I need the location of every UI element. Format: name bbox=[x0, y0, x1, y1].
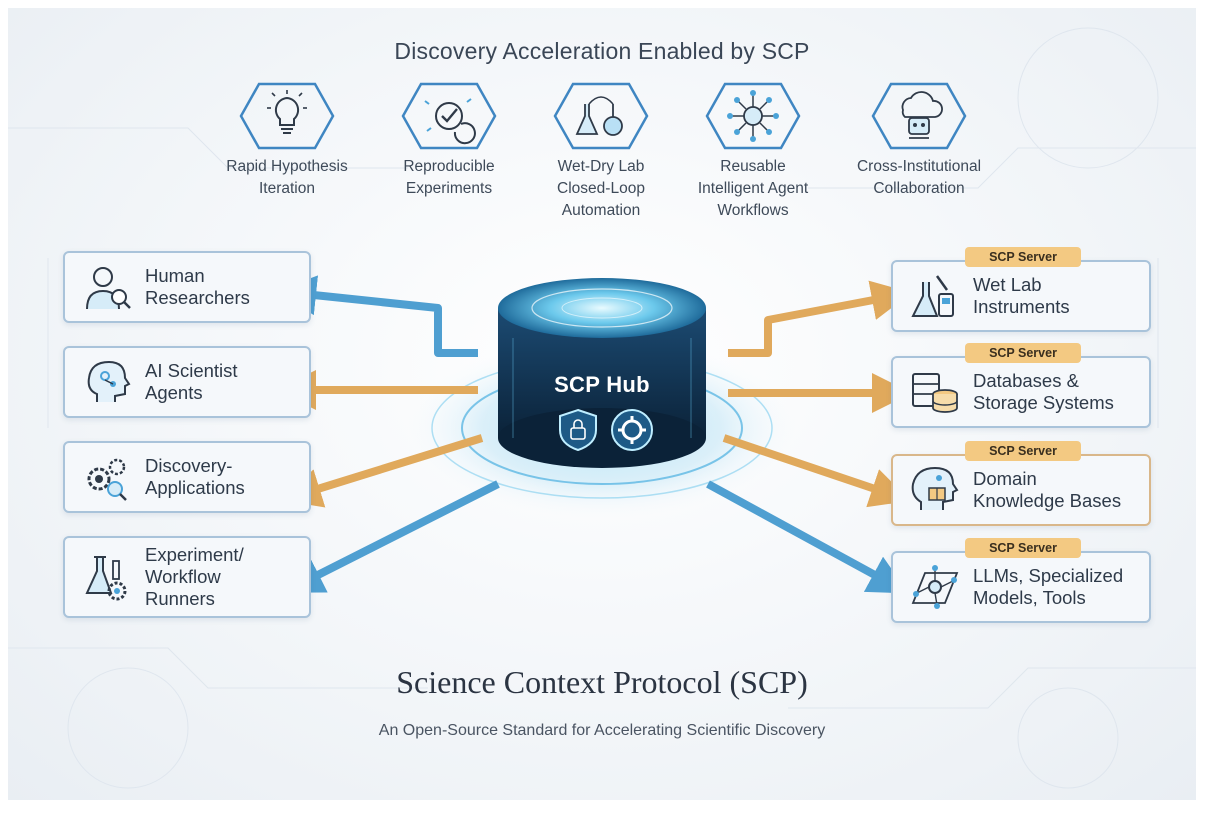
researcher-icon bbox=[86, 267, 131, 310]
benefit-label: Cross-Institutional Collaboration bbox=[856, 158, 982, 197]
card-label: Domain Knowledge Bases bbox=[973, 468, 1122, 511]
lab-flasks-icon bbox=[553, 82, 649, 150]
background-pattern bbox=[8, 27, 1196, 789]
server-card-llms: SCP Server LLMs, Specialized Models, Too… bbox=[891, 538, 1151, 623]
benefit-label: Rapid Hypothesis Iteration bbox=[226, 158, 348, 197]
scp-server-badge: SCP Server bbox=[965, 343, 1081, 363]
gear-icon bbox=[611, 409, 653, 451]
benefit-wet-dry-lab: Wet-Dry Lab Closed-Loop Automation bbox=[516, 80, 686, 222]
instrument-flask-icon bbox=[911, 275, 954, 317]
client-card-discovery-applications: Discovery- Applications bbox=[63, 441, 311, 513]
card-label: Discovery- Applications bbox=[145, 455, 245, 498]
arrow-to-researchers bbox=[276, 275, 478, 357]
card-label: AI Scientist Agents bbox=[145, 360, 238, 403]
benefit-reproducible: Reproducible Experiments bbox=[364, 80, 534, 200]
server-card-knowledge-bases: SCP Server Domain Knowledge Bases bbox=[891, 441, 1151, 526]
shield-lock-icon bbox=[559, 408, 597, 452]
card-label: LLMs, Specialized Models, Tools bbox=[973, 565, 1124, 608]
gears-magnifier-icon bbox=[87, 458, 127, 501]
client-card-ai-agents: AI Scientist Agents bbox=[63, 346, 311, 418]
arrow-to-wet-lab bbox=[728, 280, 912, 357]
server-card-wet-lab: SCP Server Wet Lab Instruments bbox=[891, 247, 1151, 332]
arrow-to-knowledge bbox=[722, 434, 911, 508]
database-icon bbox=[912, 373, 958, 413]
scp-server-badge: SCP Server bbox=[965, 441, 1081, 461]
network-nodes-icon bbox=[705, 82, 801, 150]
arrow-to-llms bbox=[706, 480, 909, 594]
client-card-experiment-runners: Experiment/ Workflow Runners bbox=[63, 536, 311, 618]
hub-top bbox=[498, 278, 706, 338]
scp-server-badge: SCP Server bbox=[965, 247, 1081, 267]
client-card-human-researchers: Human Researchers bbox=[63, 251, 311, 323]
card-label: Experiment/ Workflow Runners bbox=[145, 544, 244, 609]
benefit-reusable-agents: Reusable Intelligent Agent Workflows bbox=[668, 80, 838, 222]
benefit-label: Wet-Dry Lab Closed-Loop Automation bbox=[557, 158, 645, 219]
page-title: Discovery Acceleration Enabled by SCP bbox=[394, 38, 810, 64]
model-network-icon bbox=[911, 565, 959, 609]
arrow-to-applications bbox=[281, 434, 484, 508]
knowledge-head-icon bbox=[911, 466, 959, 510]
benefit-rapid-hypothesis: Rapid Hypothesis Iteration bbox=[202, 80, 372, 200]
footer-subtitle: An Open-Source Standard for Accelerating… bbox=[378, 722, 826, 739]
flask-gear-icon bbox=[85, 556, 127, 601]
benefit-label: Reusable Intelligent Agent Workflows bbox=[697, 158, 809, 219]
arrow-to-runners bbox=[283, 480, 500, 593]
card-label: Databases & Storage Systems bbox=[973, 370, 1114, 413]
server-card-databases: SCP Server Databases & Storage Systems bbox=[891, 343, 1151, 428]
hub-graphic bbox=[276, 275, 912, 594]
lightbulb-icon bbox=[239, 82, 335, 150]
checkmark-target-icon bbox=[401, 82, 497, 150]
benefit-label: Reproducible Experiments bbox=[403, 158, 495, 197]
scp-server-badge: SCP Server bbox=[965, 538, 1081, 558]
card-label: Human Researchers bbox=[145, 265, 250, 308]
card-label: Wet Lab Instruments bbox=[973, 274, 1070, 317]
ai-head-icon bbox=[87, 360, 131, 402]
diagram-canvas: Discovery Acceleration Enabled by SCP Ra… bbox=[8, 8, 1196, 800]
hub-title: SCP Hub bbox=[554, 372, 650, 397]
footer-title: Science Context Protocol (SCP) bbox=[396, 664, 808, 700]
benefit-cross-institutional: Cross-Institutional Collaboration bbox=[834, 80, 1004, 200]
cloud-robot-icon bbox=[871, 82, 967, 150]
